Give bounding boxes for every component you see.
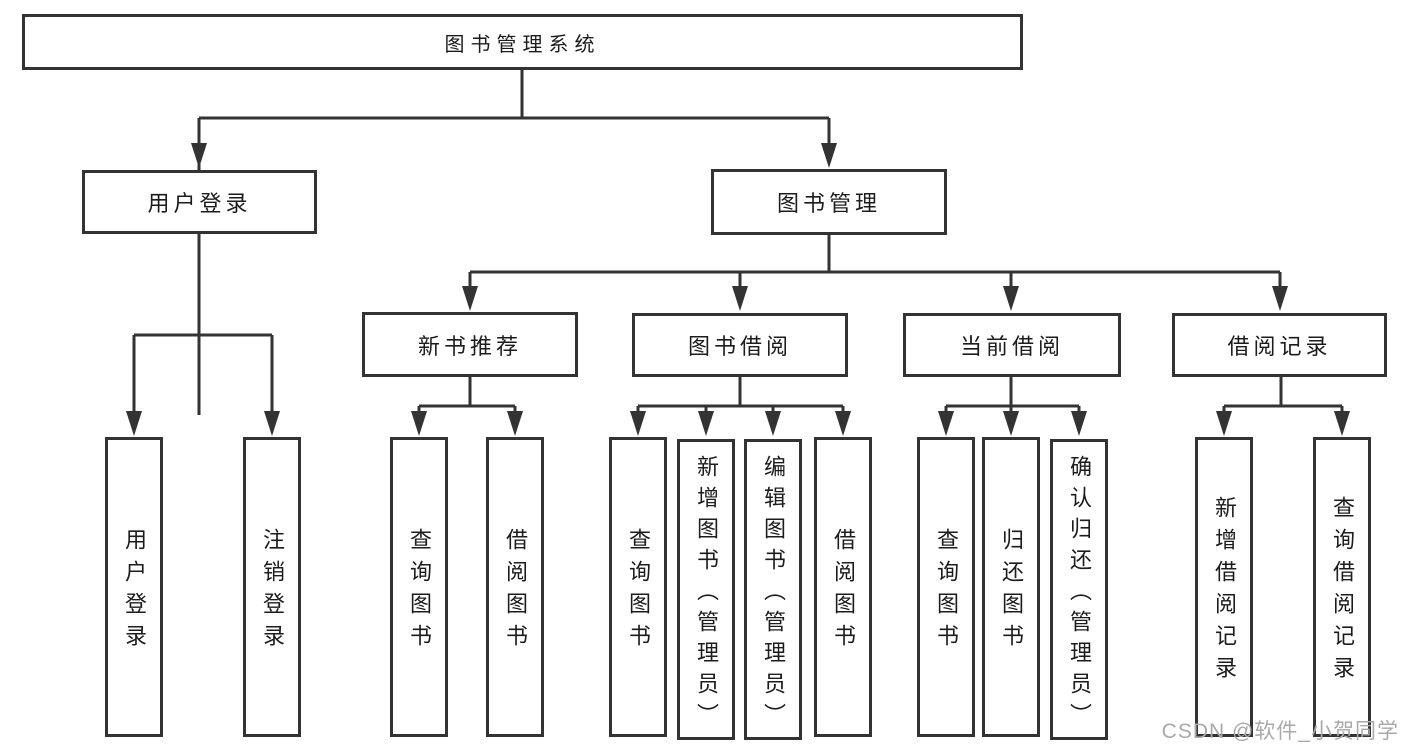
leaf-query-books-current-label: 查询图书 [934,528,959,656]
connector-current-borrow [944,377,1081,415]
leaf-borrow-books: 借阅图书 [814,437,872,737]
node-new-book-recommend-label: 新书推荐 [417,333,522,359]
connector-borrow-records [1222,377,1344,415]
watermark: CSDN @软件_小贺同学 [1161,720,1399,743]
leaf-query-borrow-record: 查询借阅记录 [1313,437,1371,737]
leaf-add-book-admin-label: 新增图书（管理员） [694,454,719,734]
leaf-edit-book-admin-label: 编辑图书（管理员） [761,454,786,734]
node-book-management: 图书管理 [711,169,947,235]
leaf-add-book-admin: 新增图书（管理员） [677,439,735,740]
node-root-label: 图书管理系统 [444,33,601,56]
node-user-login: 用户登录 [82,170,317,234]
leaf-logout-label: 注销登录 [260,528,285,656]
leaf-borrow-books-label: 借阅图书 [831,528,856,656]
leaf-return-book: 归还图书 [982,437,1040,737]
leaf-user-login: 用户登录 [105,437,163,737]
leaf-query-borrow-record-label: 查询借阅记录 [1330,496,1355,688]
leaf-user-login-label: 用户登录 [122,528,147,656]
leaf-borrow-books-recommend-label: 借阅图书 [503,528,528,656]
leaf-query-books-borrow: 查询图书 [609,437,667,737]
connector-book-borrow [636,377,845,415]
leaf-query-books-borrow-label: 查询图书 [626,528,651,656]
node-current-borrow: 当前借阅 [903,313,1121,377]
node-book-borrow-label: 图书借阅 [687,334,792,359]
node-current-borrow-label: 当前借阅 [959,334,1064,359]
leaf-edit-book-admin: 编辑图书（管理员） [744,439,802,740]
node-new-book-recommend: 新书推荐 [362,312,578,377]
leaf-confirm-return-admin: 确认归还（管理员） [1050,439,1108,740]
arrowheads [126,143,1350,436]
node-borrow-records-label: 借阅记录 [1227,334,1332,359]
connector-book-management [468,235,1282,292]
node-book-management-label: 图书管理 [776,191,881,216]
leaf-query-books-recommend: 查询图书 [390,437,448,737]
leaf-add-borrow-record: 新增借阅记录 [1195,437,1253,737]
leaf-return-book-label: 归还图书 [999,528,1024,656]
leaf-query-books-recommend-label: 查询图书 [407,528,432,656]
connector-root [197,69,831,415]
leaf-add-borrow-record-label: 新增借阅记录 [1212,496,1237,688]
leaf-borrow-books-recommend: 借阅图书 [486,437,544,737]
leaf-confirm-return-admin-label: 确认归还（管理员） [1067,454,1092,734]
connector-new-book [417,377,517,415]
node-borrow-records: 借阅记录 [1172,313,1387,377]
node-book-borrow: 图书借阅 [632,313,848,377]
connector-user-login [132,233,274,415]
node-root: 图书管理系统 [22,14,1023,70]
node-user-login-label: 用户登录 [147,191,252,216]
leaf-query-books-current: 查询图书 [917,437,975,737]
leaf-logout: 注销登录 [243,437,301,737]
